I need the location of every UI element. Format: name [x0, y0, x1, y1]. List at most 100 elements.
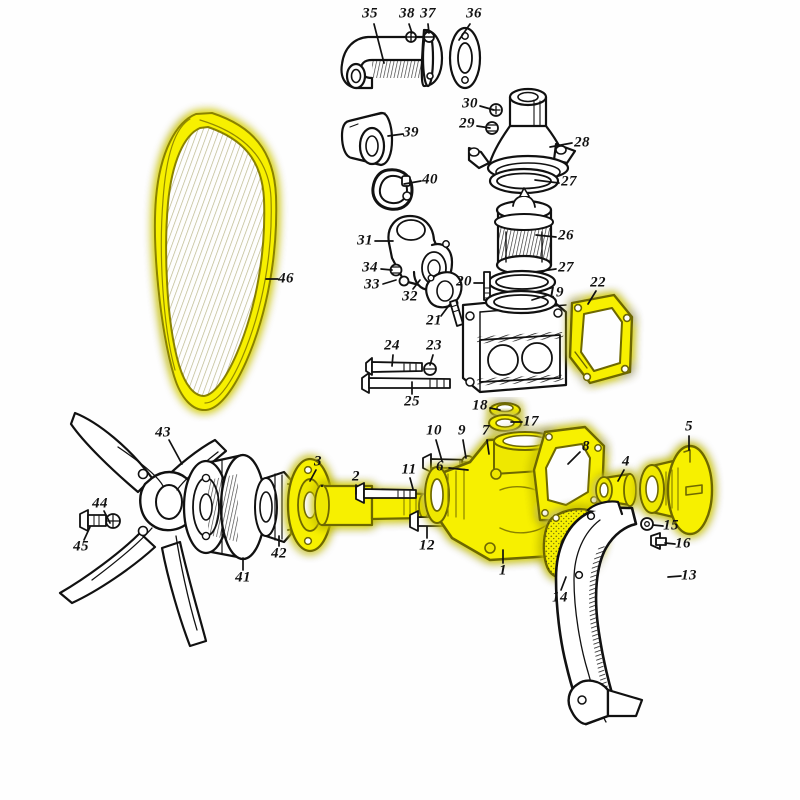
callout-leader-lines — [83, 23, 690, 591]
callout-7: 7 — [482, 422, 490, 439]
callout-39: 39 — [403, 124, 419, 141]
leader-line-18 — [489, 407, 501, 411]
callout-1: 1 — [499, 562, 507, 579]
callout-30: 30 — [462, 95, 478, 112]
leader-line-3 — [309, 469, 317, 482]
leader-line-13 — [667, 575, 682, 578]
leader-line-21 — [440, 303, 451, 317]
leader-line-38 — [408, 23, 413, 34]
leader-line-35 — [373, 23, 385, 64]
callout-27: 27 — [558, 259, 574, 276]
part-27-lower-gasket — [487, 269, 557, 295]
part-25-bolt — [361, 372, 451, 394]
callout-23: 23 — [426, 337, 442, 354]
callout-20: 20 — [456, 273, 472, 290]
leader-line-8 — [567, 451, 581, 465]
part-34-nut — [389, 263, 403, 277]
leader-line-9 — [462, 439, 467, 459]
leader-line-10 — [435, 439, 443, 462]
part-43-fan-blade-assembly — [58, 411, 228, 648]
callout-36: 36 — [466, 5, 482, 22]
callout-41: 41 — [235, 569, 251, 586]
leader-line-11 — [409, 477, 414, 490]
part-5-outlet-flange — [639, 444, 714, 536]
part-40-hose-clamp — [371, 168, 414, 211]
callout-5: 5 — [685, 418, 693, 435]
leader-line-30 — [479, 105, 495, 111]
part-15-washer — [640, 517, 654, 531]
callout-18: 18 — [472, 397, 488, 414]
callout-34: 34 — [362, 259, 378, 276]
part-24-bolt — [365, 357, 423, 376]
callout-12: 12 — [419, 537, 435, 554]
leader-line-37 — [427, 23, 430, 34]
leader-line-26 — [535, 234, 557, 238]
callout-31: 31 — [357, 232, 373, 249]
part-22-outlet-gasket — [568, 293, 634, 385]
callout-45: 45 — [73, 538, 89, 555]
part-35-water-inlet-pipe — [340, 28, 444, 90]
part-41-fan-pulley — [182, 453, 267, 561]
leader-line-34 — [380, 268, 393, 271]
leader-line-36 — [458, 23, 471, 41]
leader-line-16 — [664, 542, 676, 545]
part-26-thermostat — [494, 187, 554, 276]
callout-40: 40 — [422, 171, 438, 188]
part-27-upper-gasket — [488, 167, 560, 195]
callout-10: 10 — [426, 422, 442, 439]
callout-3: 3 — [314, 453, 322, 470]
leader-line-33 — [382, 279, 397, 285]
callout-43: 43 — [155, 424, 171, 441]
part-33-lockwasher — [398, 275, 410, 287]
part-30-lockwasher — [489, 103, 503, 117]
part-20-stud — [483, 271, 491, 301]
callout-2: 2 — [352, 468, 360, 485]
leader-line-40 — [403, 180, 422, 185]
part-17-gasket — [488, 414, 522, 432]
leader-line-43 — [168, 439, 183, 465]
part-21-stud — [449, 299, 464, 327]
leader-line-39 — [387, 133, 404, 137]
leader-line-23 — [429, 354, 434, 366]
callout-27: 27 — [561, 173, 577, 190]
leader-line-27 — [534, 179, 560, 184]
callout-42: 42 — [271, 545, 287, 562]
callout-16: 16 — [675, 535, 691, 552]
callout-6: 6 — [436, 458, 444, 475]
part-11-bolt — [320, 482, 417, 504]
part-4-sleeve — [595, 472, 637, 507]
leader-line-27 — [533, 268, 557, 273]
callout-37: 37 — [420, 5, 436, 22]
leader-line-32 — [412, 279, 421, 290]
leader-line-15 — [652, 524, 664, 527]
callout-8: 8 — [582, 438, 590, 455]
callout-24: 24 — [384, 337, 400, 354]
callout-19: 19 — [548, 284, 564, 301]
part-45-bolt — [79, 509, 107, 532]
part-39-hose — [340, 111, 394, 167]
leader-line-19 — [531, 294, 549, 301]
leader-line-24 — [391, 354, 394, 367]
callout-46: 46 — [278, 270, 294, 287]
callout-38: 38 — [399, 5, 415, 22]
callout-33: 33 — [364, 276, 380, 293]
callout-9: 9 — [458, 422, 466, 439]
callout-21: 21 — [426, 312, 442, 329]
leader-line-7 — [486, 439, 490, 455]
leader-line-6 — [448, 467, 469, 471]
part-36-inlet-gasket — [448, 26, 482, 90]
part-38-lockwasher — [405, 31, 417, 43]
leader-line-14 — [560, 576, 567, 591]
callout-13: 13 — [681, 567, 697, 584]
callout-14: 14 — [552, 589, 568, 606]
callout-28: 28 — [574, 134, 590, 151]
part-19-water-outlet-body — [461, 289, 568, 394]
callout-11: 11 — [401, 461, 417, 478]
callout-29: 29 — [459, 115, 475, 132]
leader-line-4 — [617, 469, 625, 482]
leader-line-45 — [83, 526, 91, 541]
callout-35: 35 — [362, 5, 378, 22]
callout-26: 26 — [558, 227, 574, 244]
